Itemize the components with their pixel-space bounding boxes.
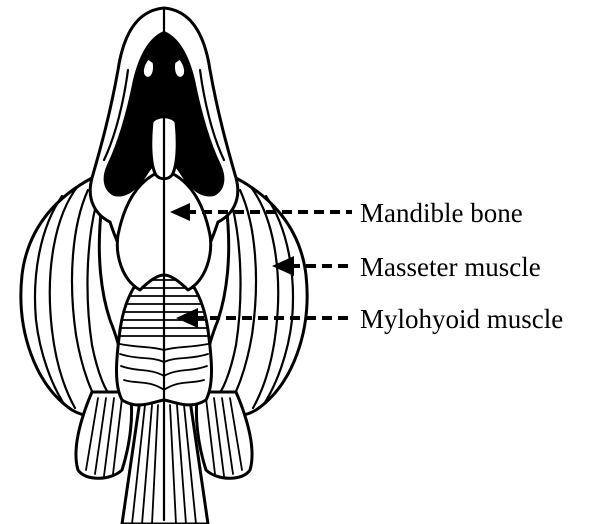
masseter-label: Masseter muscle (360, 252, 541, 282)
mandible-label: Mandible bone (360, 198, 523, 228)
mylohyoid-label: Mylohyoid muscle (360, 304, 563, 334)
label-masseter: Masseter muscle (272, 252, 541, 282)
